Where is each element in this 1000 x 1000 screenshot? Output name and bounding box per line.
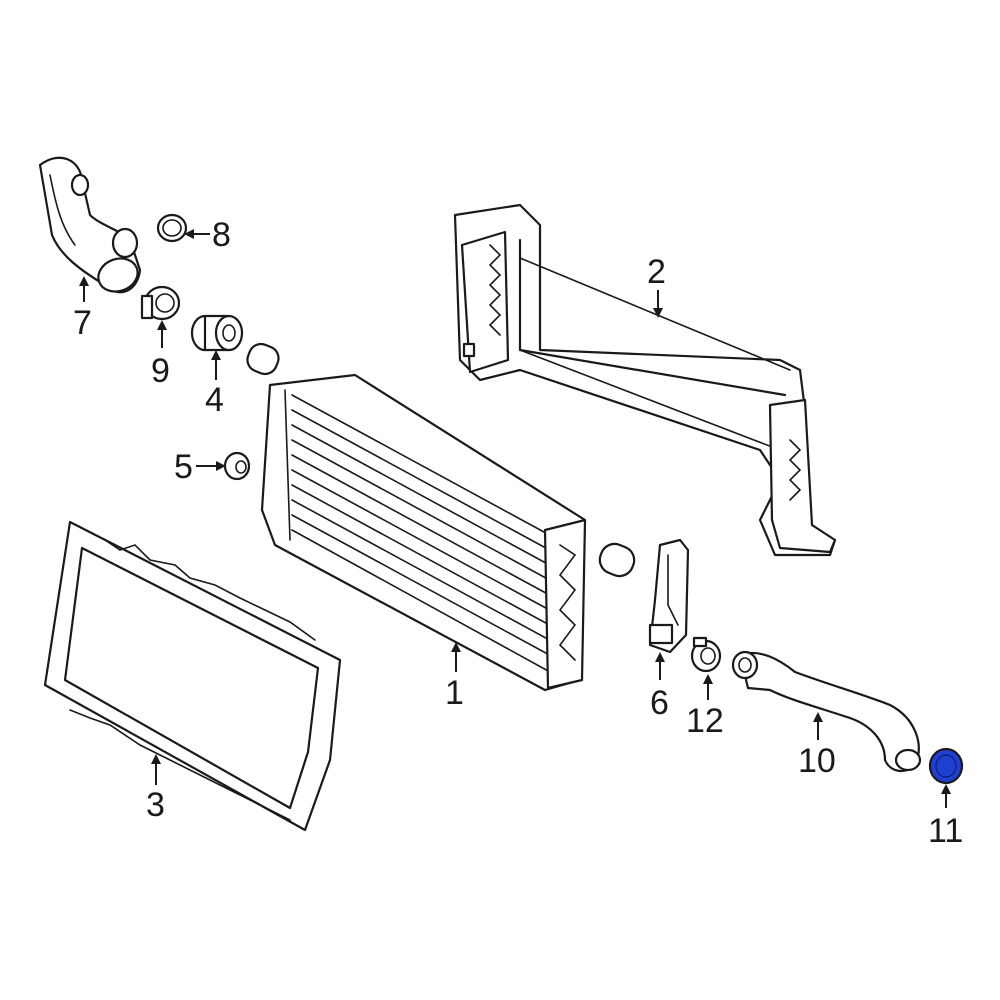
part-8-cap[interactable] xyxy=(156,213,188,243)
callout-6-label[interactable]: 6 xyxy=(650,684,669,722)
callout-3-label[interactable]: 3 xyxy=(146,786,165,824)
callout-1-label[interactable]: 1 xyxy=(445,674,464,712)
part-1-radiator[interactable] xyxy=(244,340,639,692)
part-5-grommet[interactable] xyxy=(223,451,251,481)
callout-7-label[interactable]: 7 xyxy=(73,304,92,342)
part-12-clamp[interactable] xyxy=(690,636,722,673)
part-9-clamp[interactable] xyxy=(140,285,181,321)
part-4-bushing[interactable] xyxy=(190,314,244,352)
callout-5-label[interactable]: 5 xyxy=(174,448,193,486)
part-10-lower-hose[interactable] xyxy=(731,650,922,773)
callout-arrows xyxy=(79,229,951,808)
part-3-frame[interactable] xyxy=(43,520,342,832)
callout-2-label[interactable]: 2 xyxy=(647,253,666,291)
part-11-seal[interactable] xyxy=(928,747,964,785)
callout-11-label[interactable]: 11 xyxy=(928,812,964,850)
part-2-radiator-support[interactable] xyxy=(453,203,837,557)
callout-8-label[interactable]: 8 xyxy=(212,216,231,254)
callout-4-label[interactable]: 4 xyxy=(205,381,224,419)
callout-9-label[interactable]: 9 xyxy=(151,352,170,390)
callout-12-label[interactable]: 12 xyxy=(686,702,724,740)
part-6-bracket[interactable] xyxy=(648,538,690,654)
callout-10-label[interactable]: 10 xyxy=(798,742,836,780)
part-7-upper-hose[interactable] xyxy=(38,156,142,297)
